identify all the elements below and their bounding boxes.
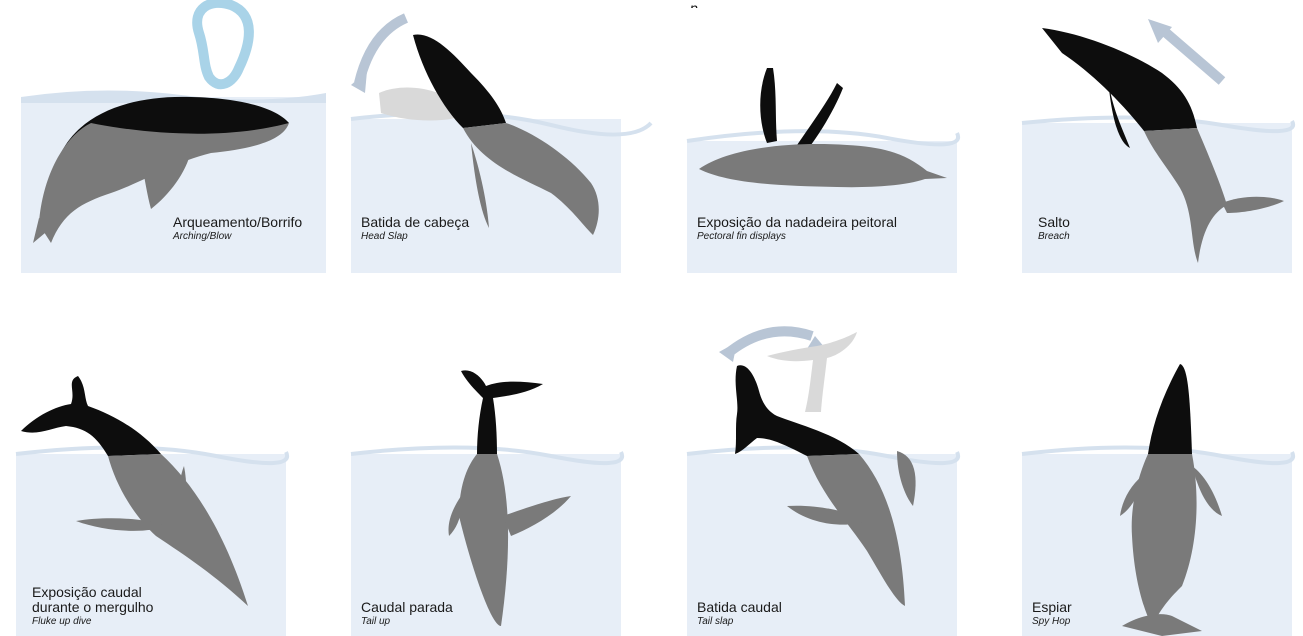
- behavior-label-pt: Exposição da nadadeira peitoral: [697, 215, 997, 230]
- behavior-panel-breach: Salto Breach: [1022, 0, 1303, 273]
- behavior-panel-arching: Arqueamento/Borrifo Arching/Blow: [21, 0, 326, 273]
- behavior-panel-spy-hop: Espiar Spy Hop: [1022, 336, 1303, 636]
- behavior-panel-head-slap: Batida de cabeça Head Slap: [351, 0, 656, 273]
- behavior-label-en: Pectoral fin displays: [697, 230, 997, 243]
- behavior-caption: Caudal parada Tail up: [361, 600, 661, 628]
- tail-up-whale-icon: [351, 336, 656, 636]
- behavior-caption: Batida de cabeça Head Slap: [361, 215, 661, 243]
- behavior-panel-pectoral: Exposição da nadadeira peitoral Pectoral…: [687, 0, 992, 273]
- behavior-label-en: Fluke up dive: [32, 615, 332, 628]
- behavior-panel-tail-up: Caudal parada Tail up: [351, 336, 656, 636]
- behavior-panel-tail-slap: Batida caudal Tail slap: [687, 336, 992, 636]
- behavior-panel-fluke-up-dive: Exposição caudal durante o mergulho Fluk…: [16, 336, 321, 636]
- behavior-label-pt: Salto: [1038, 215, 1303, 230]
- behavior-label-en: Breach: [1038, 230, 1303, 243]
- behavior-label-pt: Exposição caudal durante o mergulho: [32, 585, 332, 615]
- spy-hop-whale-icon: [1022, 336, 1303, 636]
- behavior-label-pt: Batida caudal: [697, 600, 997, 615]
- behavior-label-en: Head Slap: [361, 230, 661, 243]
- behavior-label-en: Tail up: [361, 615, 661, 628]
- behavior-caption: Espiar Spy Hop: [1032, 600, 1303, 628]
- behavior-label-pt: Caudal parada: [361, 600, 661, 615]
- behavior-caption: Exposição da nadadeira peitoral Pectoral…: [697, 215, 997, 243]
- behavior-label-en: Spy Hop: [1032, 615, 1303, 628]
- behavior-caption: Batida caudal Tail slap: [697, 600, 997, 628]
- behavior-caption: Exposição caudal durante o mergulho Fluk…: [32, 585, 332, 628]
- behavior-label-en: Tail slap: [697, 615, 997, 628]
- behavior-label-pt: Espiar: [1032, 600, 1303, 615]
- behavior-label-pt: Batida de cabeça: [361, 215, 661, 230]
- tail-slap-whale-icon: [687, 336, 992, 636]
- behavior-caption: Salto Breach: [1038, 215, 1303, 243]
